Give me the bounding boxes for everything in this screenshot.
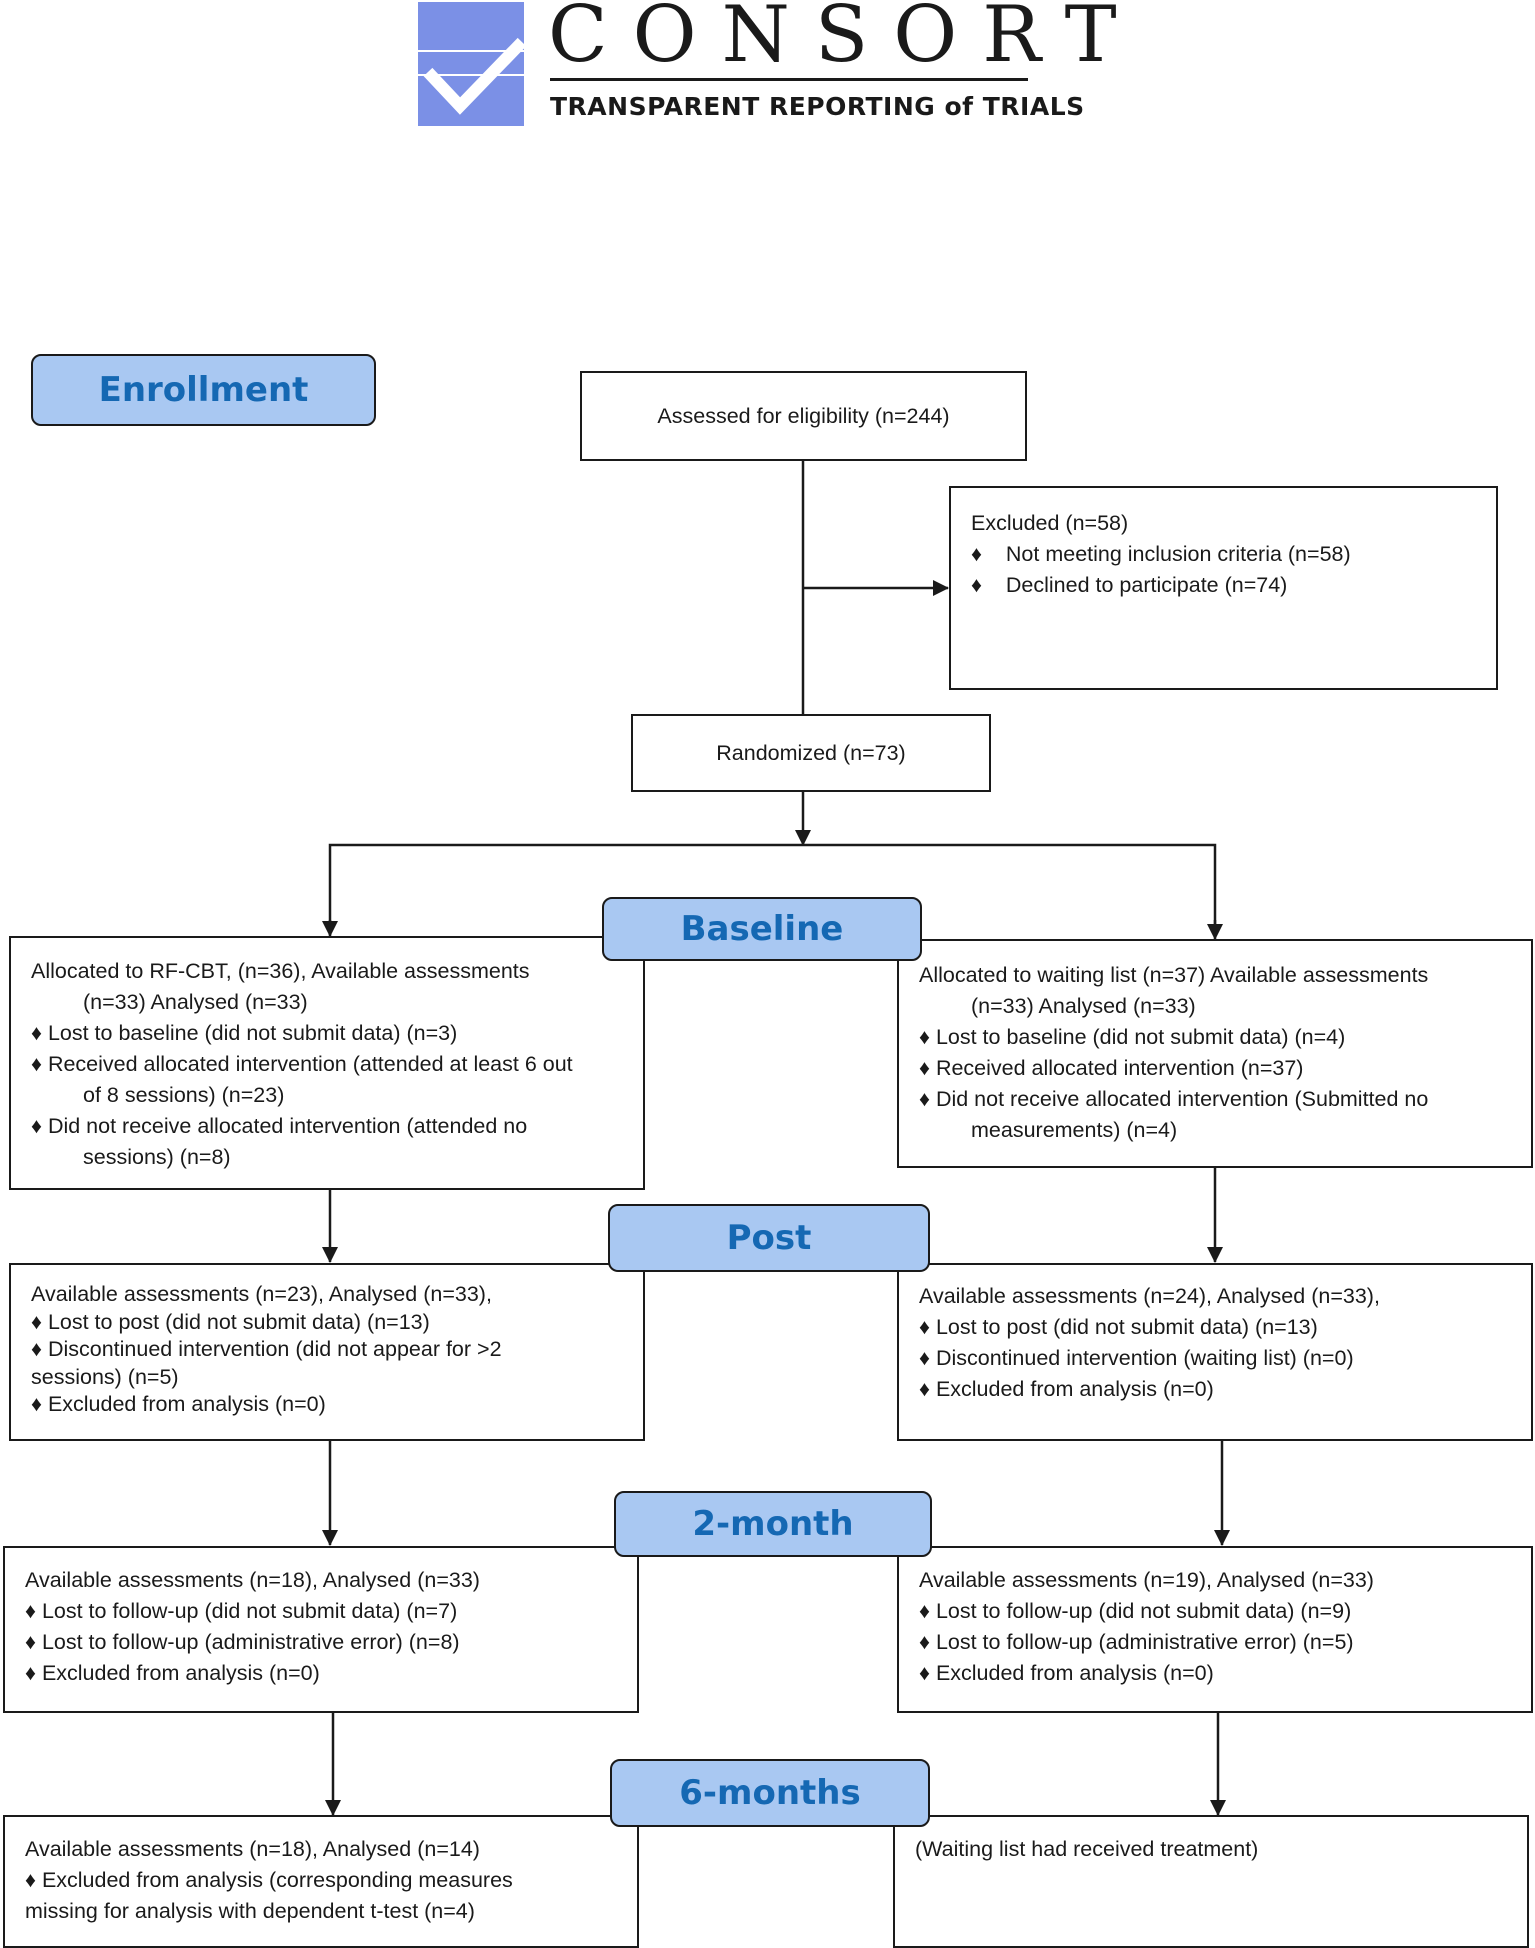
box-line: sessions) (n=8) (83, 1145, 231, 1169)
excluded-item: ♦ Declined to participate (n=74) (971, 570, 1476, 601)
bullet-icon: ♦ (971, 573, 982, 597)
two-month-right-box: Available assessments (n=19), Analysed (… (897, 1546, 1533, 1713)
box-line: ♦ Lost to follow-up (did not submit data… (919, 1599, 1352, 1623)
box-line: Available assessments (n=23), Analysed (… (31, 1282, 492, 1306)
phase-baseline: Baseline (602, 897, 922, 961)
box-line: (n=33) Analysed (n=33) (971, 994, 1196, 1018)
box-line: Available assessments (n=19), Analysed (… (919, 1568, 1374, 1592)
randomized-box: Randomized (n=73) (631, 714, 991, 792)
box-line: sessions) (n=5) (31, 1364, 179, 1389)
box-line: ♦ Received allocated intervention (n=37) (919, 1056, 1304, 1080)
box-line: ♦ Lost to post (did not submit data) (n=… (31, 1309, 430, 1334)
six-months-left-box: Available assessments (n=18), Analysed (… (3, 1815, 639, 1948)
logo-rule (550, 78, 1028, 81)
two-month-left-box: Available assessments (n=18), Analysed (… (3, 1546, 639, 1713)
box-line: ♦ Excluded from analysis (n=0) (25, 1661, 320, 1685)
box-line: of 8 sessions) (n=23) (83, 1083, 285, 1107)
connector-split (328, 843, 1217, 935)
box-line: Allocated to RF-CBT, (n=36), Available a… (31, 959, 530, 983)
box-line: ♦ Excluded from analysis (n=0) (919, 1661, 1214, 1685)
phase-6-months: 6-months (610, 1759, 930, 1827)
bullet-icon: ♦ (971, 542, 982, 566)
box-line: ♦ Did not receive allocated intervention… (919, 1087, 1429, 1111)
phase-enrollment: Enrollment (31, 354, 376, 426)
logo-wordmark: CONSORT (548, 0, 1142, 80)
phase-2-month: 2-month (614, 1491, 932, 1557)
box-line: ♦ Excluded from analysis (n=0) (919, 1377, 1214, 1401)
box-line: ♦ Did not receive allocated intervention… (31, 1114, 528, 1138)
box-line: ♦ Lost to follow-up (administrative erro… (25, 1630, 460, 1654)
phase-post: Post (608, 1204, 930, 1272)
box-line: Available assessments (n=18), Analysed (… (25, 1568, 480, 1592)
consort-logo-mark (418, 2, 524, 126)
baseline-left-box: Allocated to RF-CBT, (n=36), Available a… (9, 936, 645, 1190)
box-line: ♦ Excluded from analysis (corresponding … (25, 1868, 513, 1892)
box-line: ♦ Excluded from analysis (n=0) (31, 1392, 326, 1416)
box-line: ♦ Discontinued intervention (waiting lis… (919, 1346, 1354, 1370)
assessed-eligibility-box: Assessed for eligibility (n=244) (580, 371, 1027, 461)
excluded-item: ♦ Not meeting inclusion criteria (n=58) (971, 539, 1476, 570)
post-right-box: Available assessments (n=24), Analysed (… (897, 1263, 1533, 1441)
box-line: missing for analysis with dependent t-te… (25, 1899, 475, 1923)
box-line: Available assessments (n=24), Analysed (… (919, 1284, 1380, 1308)
box-line: ♦ Lost to follow-up (did not submit data… (25, 1599, 458, 1623)
six-months-right-box: (Waiting list had received treatment) (893, 1815, 1529, 1948)
post-left-box: Available assessments (n=23), Analysed (… (9, 1263, 645, 1441)
logo-tagline: TRANSPARENT REPORTING of TRIALS (550, 92, 1085, 121)
baseline-right-box: Allocated to waiting list (n=37) Availab… (897, 939, 1533, 1168)
excluded-box: Excluded (n=58) ♦ Not meeting inclusion … (949, 486, 1498, 690)
box-line: (n=33) Analysed (n=33) (83, 990, 308, 1014)
box-line: ♦ Lost to post (did not submit data) (n=… (919, 1315, 1318, 1339)
box-line: measurements) (n=4) (971, 1118, 1178, 1142)
box-line: (Waiting list had received treatment) (915, 1837, 1259, 1861)
box-line: ♦ Received allocated intervention (atten… (31, 1052, 573, 1076)
excluded-item-text: Not meeting inclusion criteria (n=58) (1005, 542, 1351, 566)
box-line: Available assessments (n=18), Analysed (… (25, 1837, 480, 1861)
box-line: ♦ Lost to baseline (did not submit data)… (31, 1021, 458, 1045)
box-line: Allocated to waiting list (n=37) Availab… (919, 963, 1429, 987)
box-line: ♦ Lost to baseline (did not submit data)… (919, 1025, 1346, 1049)
excluded-item-text: Declined to participate (n=74) (1005, 573, 1288, 597)
box-line: ♦ Lost to follow-up (administrative erro… (919, 1630, 1354, 1654)
box-line: ♦ Discontinued intervention (did not app… (31, 1337, 502, 1361)
excluded-title: Excluded (n=58) (971, 511, 1129, 535)
